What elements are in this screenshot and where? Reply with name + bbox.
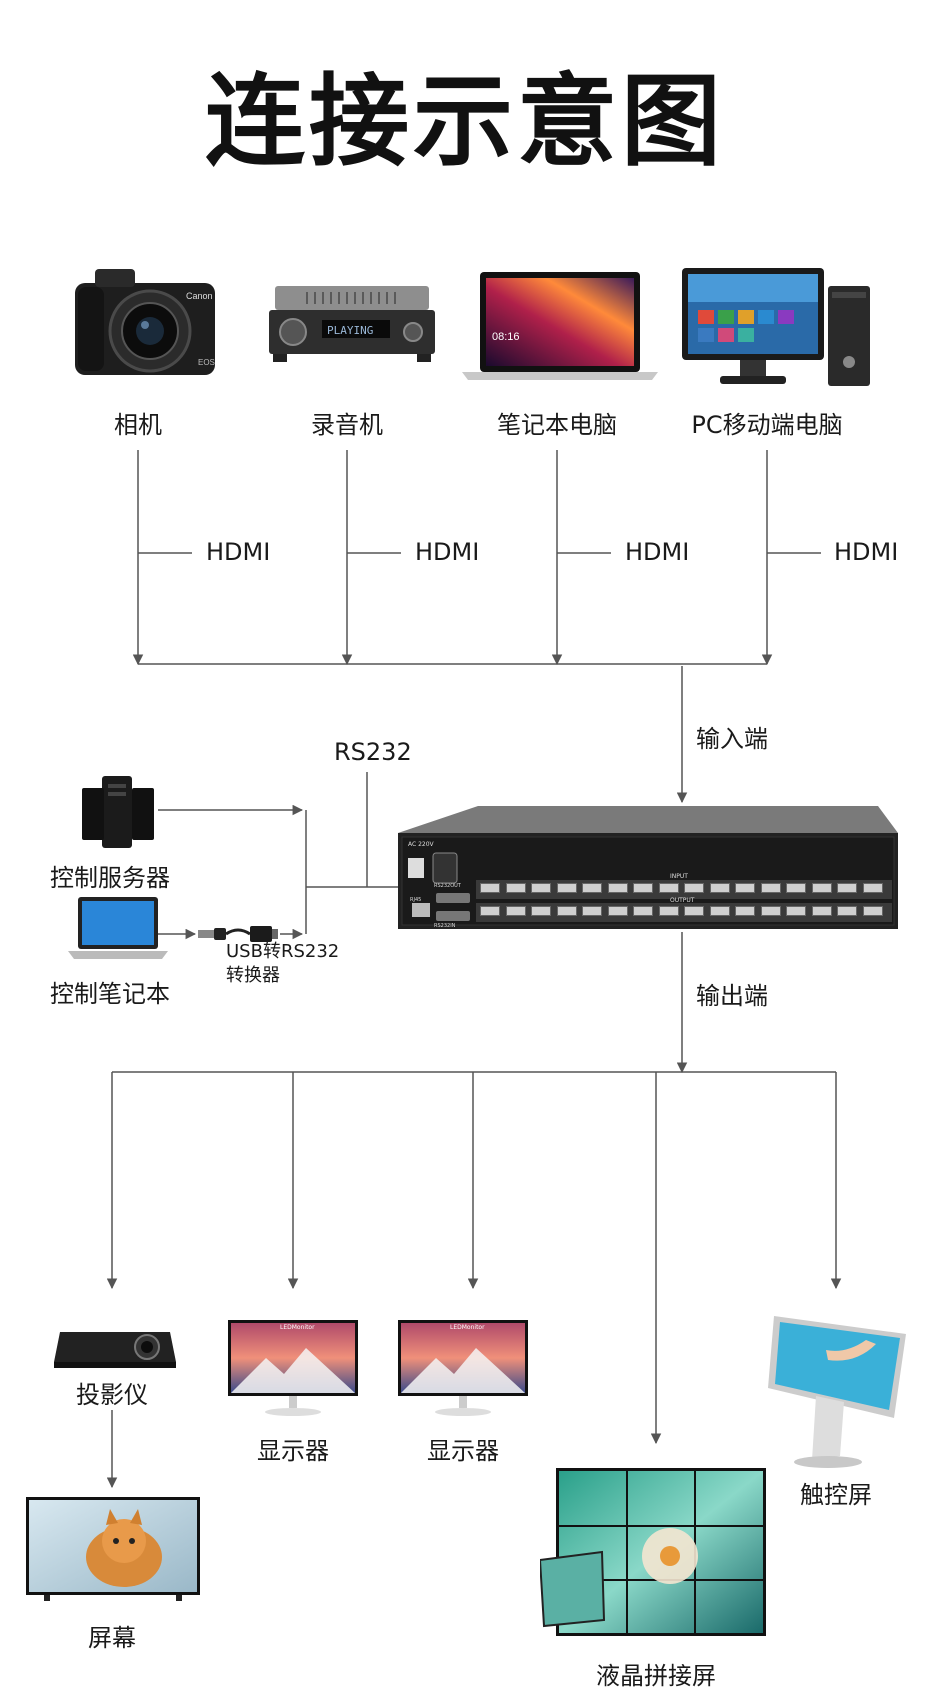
hdmi-port [811,883,832,893]
hdmi-port [531,883,551,893]
hdmi-port [837,883,857,893]
svg-text:PLAYING: PLAYING [327,324,373,337]
server-icon [82,776,154,848]
matrix-switcher-device: AC 220V INPUT OUTPUT RJ45 RS232OUT RS232… [398,803,898,931]
output-label-touch: 触控屏 [800,1481,872,1509]
hdmi-port [862,883,883,893]
hdmi-port [480,883,500,893]
projector-icon [54,1332,176,1368]
source-label-camera: 相机 [114,411,162,439]
hdmi-label: HDMI [206,538,271,566]
monitor-icon [228,1320,358,1416]
hdmi-port [709,906,730,916]
hdmi-port [735,883,755,893]
rj45-label: RJ45 [410,897,422,903]
output-ports [480,906,890,920]
rs232-in-label: RS232IN [434,923,456,929]
hdmi-port [837,906,857,916]
hdmi-port [582,906,602,916]
hdmi-port [556,883,577,893]
hdmi-label: HDMI [415,538,480,566]
svg-text:EOS: EOS [198,358,215,367]
hdmi-port [786,883,806,893]
video-wall-icon [540,1468,766,1636]
output-port-label: 输出端 [696,982,768,1010]
hdmi-port [709,883,730,893]
control-label-server: 控制服务器 [50,864,170,892]
hdmi-port [480,906,500,916]
page-title: 连接示意图 [205,62,725,180]
hdmi-port [531,906,551,916]
hdmi-port [505,883,526,893]
hdmi-port [786,906,806,916]
hdmi-port [556,906,577,916]
hdmi-port [684,906,704,916]
source-label-laptop: 笔记本电脑 [497,411,617,439]
source-label-pc: PC移动端电脑 [691,411,843,439]
monitor-brand: LEDMonitor [450,1324,485,1331]
usb-rs232-converter-icon [198,926,278,942]
hdmi-port [607,883,628,893]
screen-label: 屏幕 [88,1624,136,1652]
converter-label-line2: 转换器 [226,965,280,986]
hdmi-label: HDMI [625,538,690,566]
output-label-projector: 投影仪 [76,1381,148,1409]
hdmi-port [684,883,704,893]
svg-text:08:16: 08:16 [492,331,520,343]
source-label-recorder: 录音机 [311,411,383,439]
recorder-icon: PLAYING [269,286,435,362]
monitor-brand: LEDMonitor [280,1324,315,1331]
hdmi-port [862,906,883,916]
rs232-label: RS232 [334,738,412,766]
control-label-laptop: 控制笔记本 [50,980,170,1008]
input-ports [480,883,890,897]
input-panel-label: INPUT [670,873,688,880]
hdmi-port [735,906,755,916]
hdmi-label: HDMI [834,538,899,566]
camera-icon: Canon EOS [75,269,215,375]
hdmi-port [760,906,781,916]
control-laptop-icon [68,897,168,959]
output-label-monitor-1: 显示器 [257,1437,329,1465]
hdmi-port [760,883,781,893]
hdmi-port [607,906,628,916]
output-panel-label: OUTPUT [670,897,695,904]
touch-kiosk-icon [768,1316,906,1468]
input-port-label: 输入端 [696,725,768,753]
converter-label: USB转RS232 转换器 [226,940,339,988]
output-label-video-wall: 液晶拼接屏 [596,1662,716,1690]
hdmi-port [633,883,653,893]
desktop-pc-icon [682,268,870,386]
laptop-icon: 08:16 [462,272,658,380]
hdmi-port [811,906,832,916]
hdmi-port [658,906,679,916]
hdmi-port [582,883,602,893]
rs232-out-label: RS232OUT [434,883,461,889]
ac-label: AC 220V [408,841,434,848]
svg-text:Canon: Canon [186,291,213,301]
hdmi-port [633,906,653,916]
output-label-monitor-2: 显示器 [427,1437,499,1465]
hdmi-port [658,883,679,893]
converter-label-line1: USB转RS232 [226,941,340,962]
hdmi-port [505,906,526,916]
tv-screen-icon [26,1497,200,1601]
monitor-icon [398,1320,528,1416]
